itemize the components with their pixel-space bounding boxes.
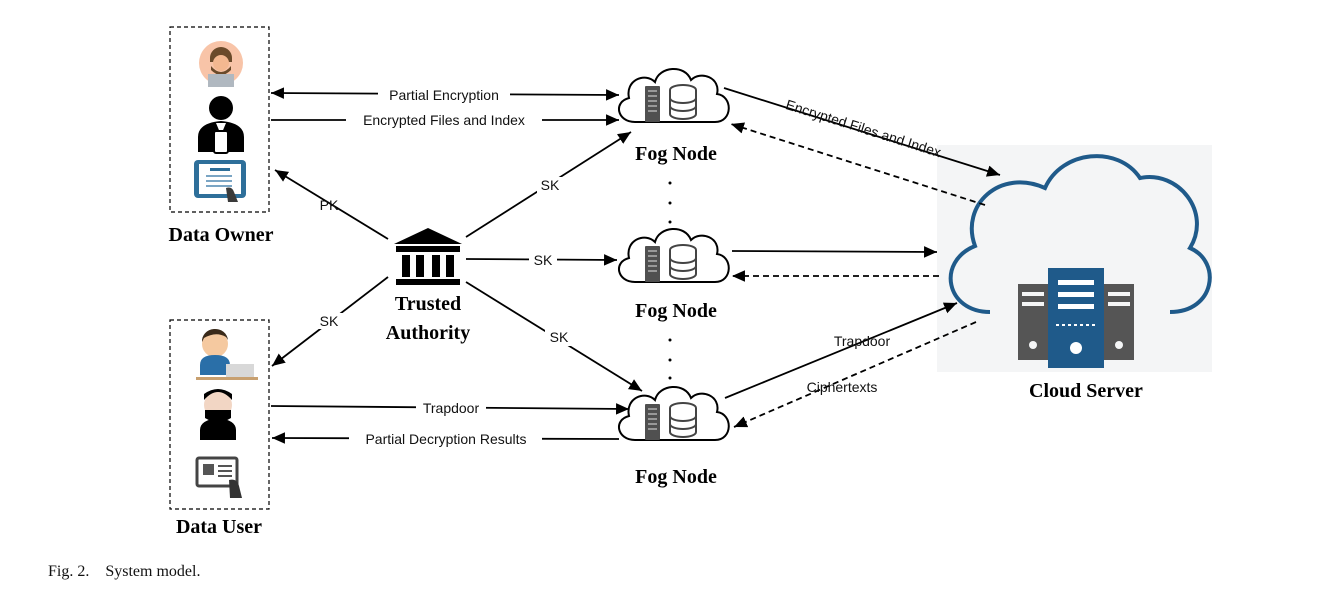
edge-label-partial-encryption: Partial Encryption <box>389 87 499 103</box>
tablet-document-icon <box>194 160 246 202</box>
data-owner-box <box>169 26 270 213</box>
masked-user-icon <box>200 389 236 440</box>
fog-cloud-icon <box>617 385 730 441</box>
fog-cloud-icon <box>617 67 730 123</box>
data-user-label: Data User <box>176 516 262 538</box>
edge-ciphertexts-cloud-to-fog <box>733 321 977 428</box>
fog-node-top: Fog Node <box>617 67 730 165</box>
edge-fog-top-to-cloud <box>723 87 1001 177</box>
edge-label-encrypted-files-owner: Encrypted Files and Index <box>363 112 525 128</box>
cloud-server-icon <box>948 154 1212 368</box>
data-user-box <box>169 319 270 510</box>
edge-label-sk-fog-middle: SK <box>534 252 553 268</box>
figure-caption: Fig. 2. System model. <box>48 563 200 581</box>
trusted-authority-label-line2: Authority <box>386 322 470 344</box>
fog-node-bottom: Fog Node <box>617 385 730 488</box>
edge-label-pk: PK <box>320 197 339 213</box>
fog-cloud-icon <box>617 227 730 283</box>
edge-label-encrypted-files-cloud: Encrypted Files and Index <box>784 96 943 160</box>
fog-node-middle-label: Fog Node <box>635 300 717 322</box>
edge-label-trapdoor-user: Trapdoor <box>423 400 480 416</box>
edge-label-sk-user: SK <box>320 313 339 329</box>
edge-fog-middle-to-cloud <box>731 246 938 258</box>
figure-caption-label: Fig. 2. <box>48 563 90 580</box>
fog-node-top-label: Fog Node <box>635 143 717 165</box>
edge-trapdoor-fog-to-cloud <box>724 302 958 399</box>
id-card-icon <box>195 456 242 498</box>
fog-node-middle: Fog Node <box>617 227 730 322</box>
figure-caption-text: System model. <box>105 563 201 580</box>
trusted-authority-label-line1: Trusted <box>395 293 461 315</box>
cloud-server-label: Cloud Server <box>1029 380 1143 402</box>
developer-avatar-icon <box>199 41 243 87</box>
businessman-phone-icon <box>198 96 244 154</box>
edge-label-sk-fog-bottom: SK <box>550 329 569 345</box>
edge-cloud-to-fog-top <box>730 122 986 206</box>
vertical-dots <box>668 181 672 380</box>
edge-label-ciphertexts: Ciphertexts <box>807 379 878 395</box>
edge-pk <box>274 169 389 240</box>
fog-node-bottom-label: Fog Node <box>635 466 717 488</box>
clerk-avatar-icon <box>196 328 258 380</box>
bank-icon <box>394 228 462 285</box>
edge-label-trapdoor-cloud: Trapdoor <box>834 333 891 349</box>
edge-label-partial-decryption: Partial Decryption Results <box>365 431 526 447</box>
edge-label-sk-fog-top: SK <box>541 177 560 193</box>
data-owner-label: Data Owner <box>169 224 274 246</box>
